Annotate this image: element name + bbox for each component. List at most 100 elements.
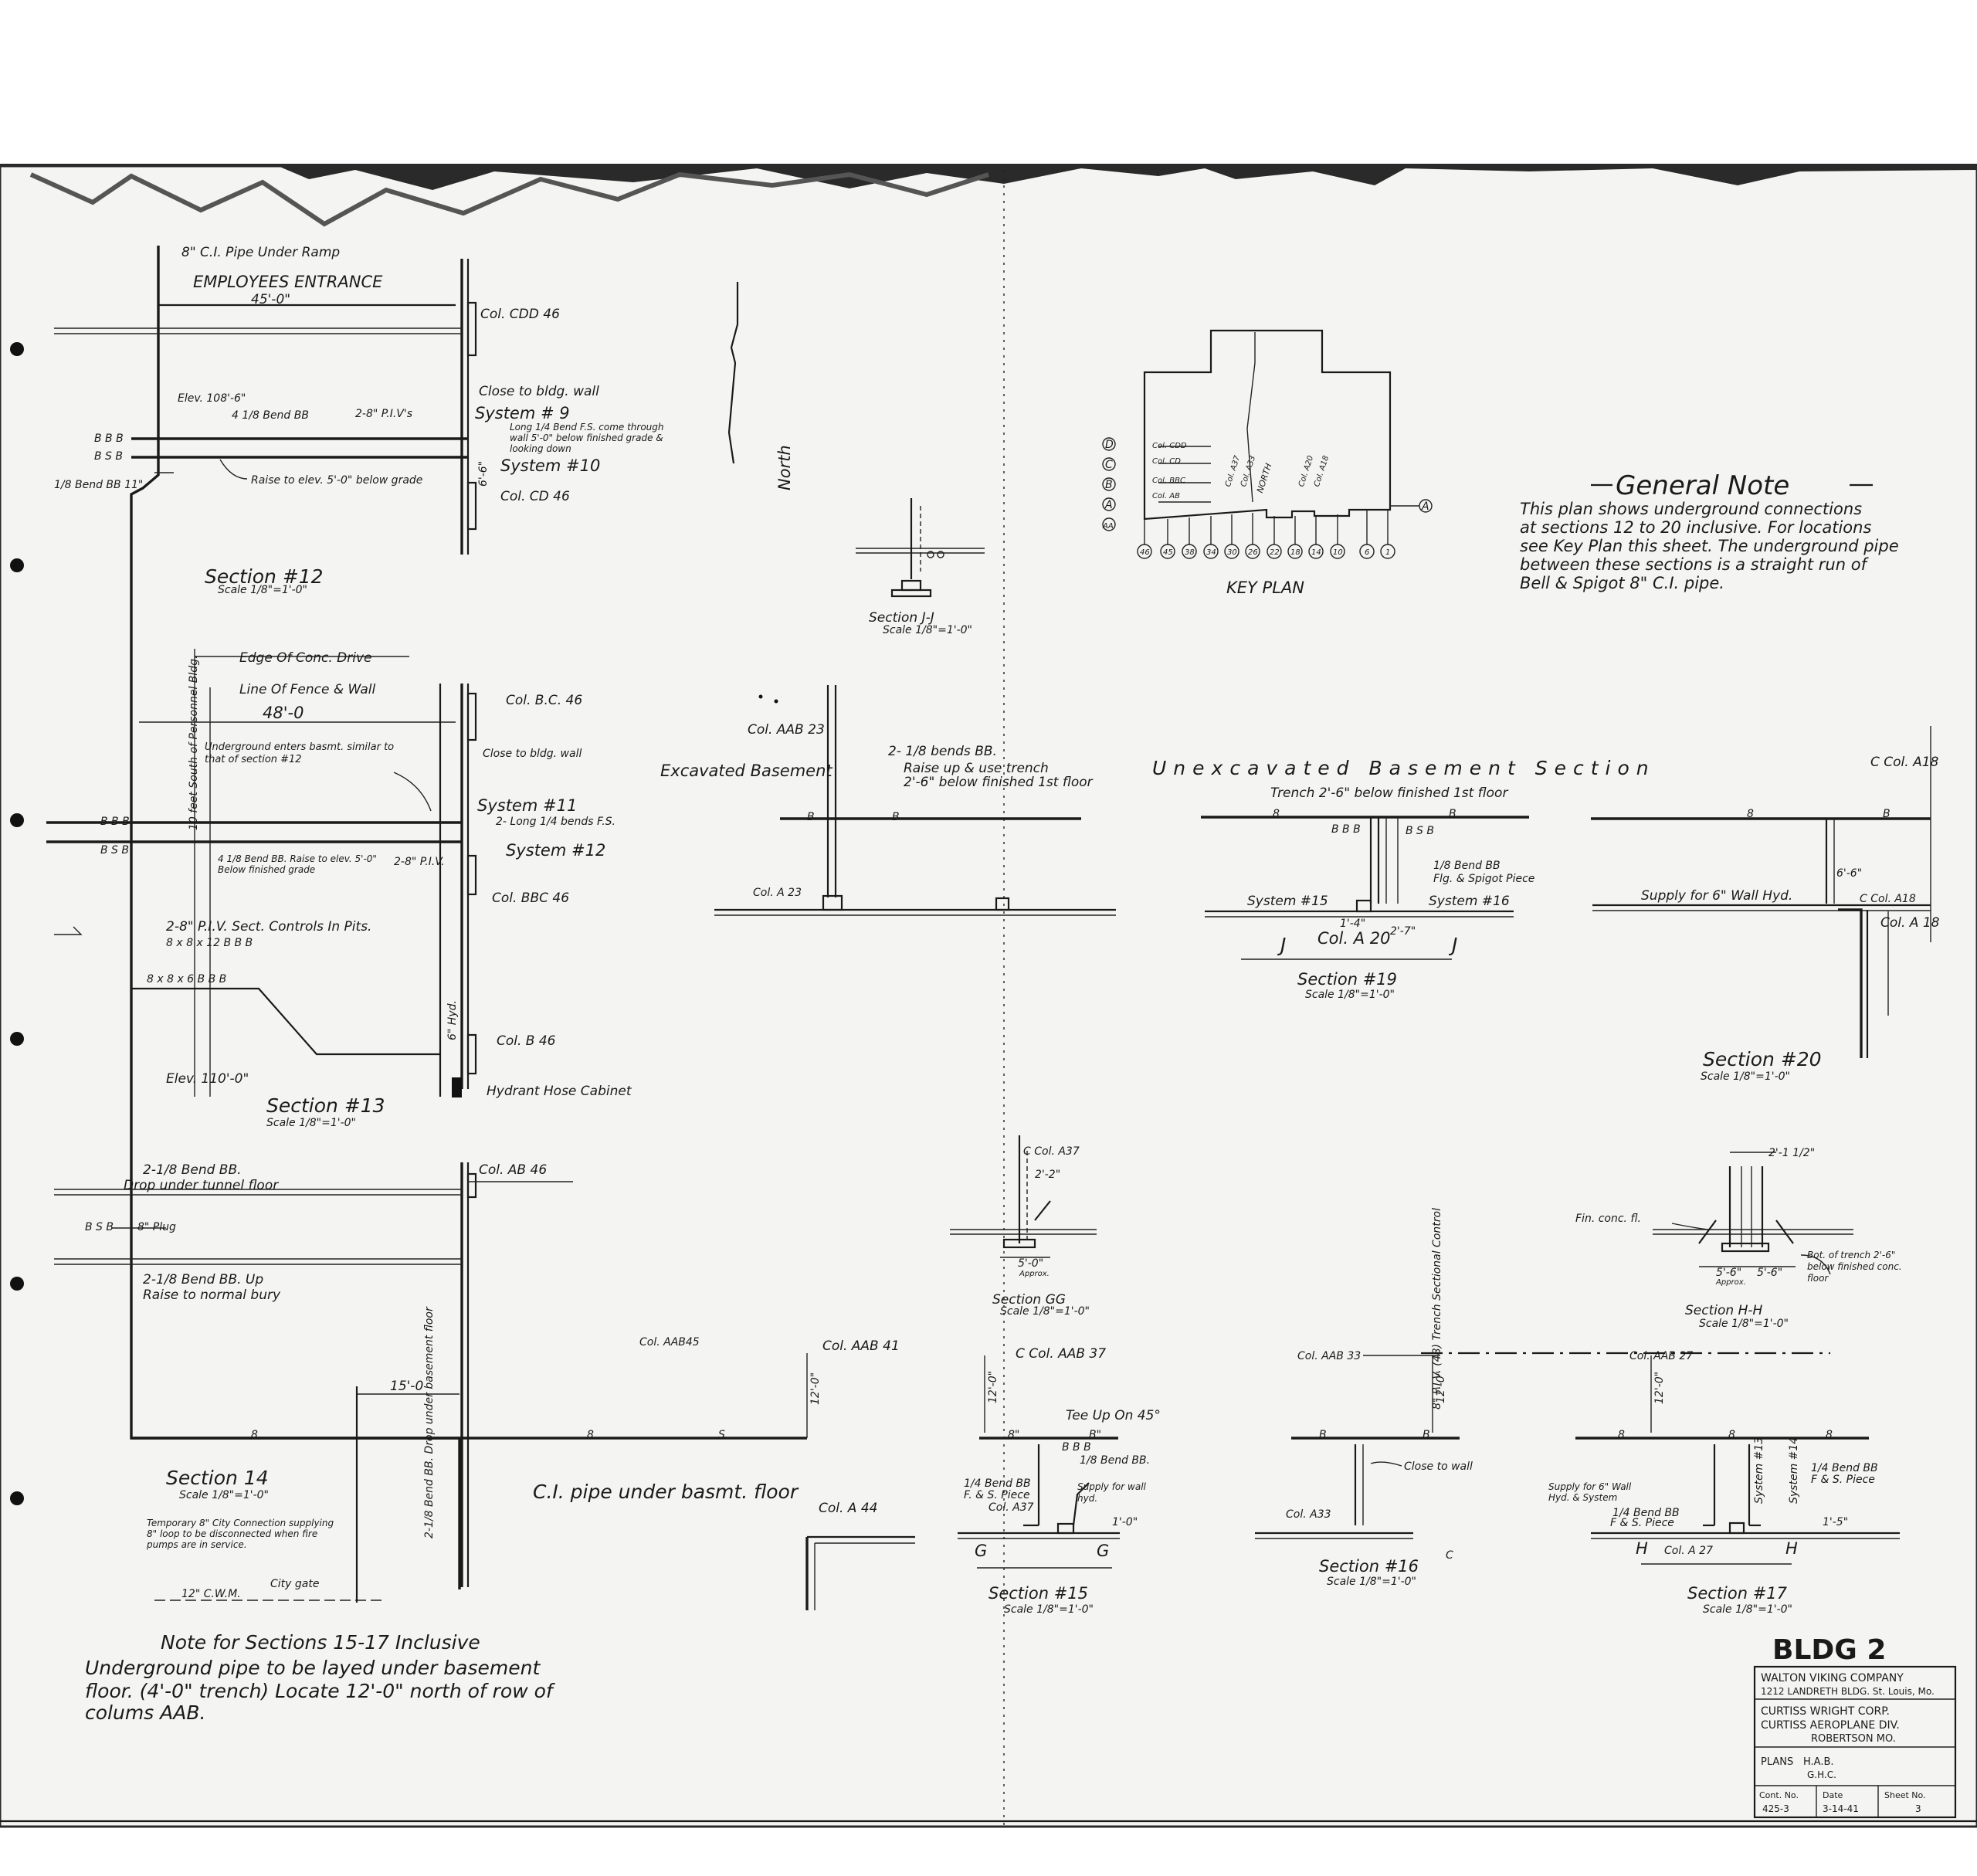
fitting xyxy=(927,551,934,558)
section-20: 8 B C Col. A18 6'-6" Supply for 6" Wall … xyxy=(1591,726,1940,1083)
col-aab27-label: Col. AAB 27 xyxy=(1629,1350,1693,1362)
leader xyxy=(393,772,432,812)
col-marker xyxy=(1182,544,1197,559)
binding-hole xyxy=(10,558,24,572)
b-mark: B xyxy=(807,811,815,823)
section-12-scale: Scale 1/8"=1'-0" xyxy=(218,584,307,596)
fitting xyxy=(937,551,944,558)
col-b46-label: Col. B 46 xyxy=(497,1033,556,1049)
column-markers: 46 45 38 34 30 26 22 18 14 10 6 1 xyxy=(1137,510,1395,559)
row-label-cdd: Col. CDD xyxy=(1152,442,1187,450)
hydrant-cabinet-label: Hydrant Hose Cabinet xyxy=(487,1084,632,1099)
row-markers: D C B A AA A xyxy=(1102,437,1433,531)
piv-sect-label: 2-8" P.I.V. Sect. Controls In Pits. xyxy=(166,919,371,935)
bottom-trench-note-text: Bot. of trench 2'-6" below finished conc… xyxy=(1807,1250,1902,1284)
section-13-scale: Scale 1/8"=1'-0" xyxy=(266,1117,356,1129)
elevation-13-label: Elev. 110'-0" xyxy=(166,1071,249,1087)
col-marker xyxy=(1224,544,1239,559)
section-16-scale: Scale 1/8"=1'-0" xyxy=(1327,1576,1416,1588)
hydrant-branch xyxy=(131,987,440,1056)
supply-6-note: Supply for 6" Wall Hyd. & System xyxy=(1548,1481,1631,1503)
piv-trench-label: 8" P.I.V. (48) Trench Sectional Control xyxy=(1431,1208,1443,1410)
sheet-no-label: Sheet No. xyxy=(1884,1790,1926,1800)
bend-14b-label: 1/4 Bend BB xyxy=(1612,1507,1680,1519)
building-label: BLDG 2 xyxy=(1772,1634,1886,1666)
section-hh: 2'-1 1/2" Fin. conc. fl. 5'-6" 5'-6" App… xyxy=(1575,1147,1902,1330)
system-9-label: System # 9 xyxy=(475,404,570,422)
drawn-by-label: H.A.B. xyxy=(1803,1756,1834,1768)
entrance-dimension: 45'-0" xyxy=(251,292,290,307)
binding-hole xyxy=(10,342,24,356)
b-mark: 8 xyxy=(1273,808,1280,820)
contract-no-label: Cont. No. xyxy=(1759,1790,1799,1800)
section-17-title: Section #17 xyxy=(1687,1584,1788,1603)
col-a20-label: Col. A 20 xyxy=(1317,929,1390,948)
bend-raise-note-text: 4 1/8 Bend BB. Raise to elev. 5'-0" Belo… xyxy=(218,853,377,875)
col-marker xyxy=(1203,544,1219,559)
date-value: 3-14-41 xyxy=(1823,1803,1859,1814)
section-15-title: Section #15 xyxy=(988,1584,1088,1603)
leader xyxy=(1800,1254,1831,1275)
col-a33-label: Col. A33 xyxy=(1286,1508,1331,1521)
row-aa: AA xyxy=(1102,522,1114,531)
bbb-label-13: B B B xyxy=(100,816,130,828)
col-cd46-label: Col. CD 46 xyxy=(500,489,570,504)
footing xyxy=(1002,1238,1036,1249)
section-hh-scale: Scale 1/8"=1'-0" xyxy=(1699,1318,1789,1330)
dim-1-0-label: 1'-0" xyxy=(1112,1516,1138,1528)
dim-1-5-label: 1'-5" xyxy=(1823,1516,1848,1528)
section-19-scale: Scale 1/8"=1'-0" xyxy=(1305,989,1395,1001)
b-mark: B xyxy=(1449,808,1456,820)
system-11-label: System #11 xyxy=(477,796,577,815)
note-15-17-title: Note for Sections 15-17 Inclusive xyxy=(161,1631,480,1654)
note-15-17-line-2: floor. (4'-0" trench) Locate 12'-0" nort… xyxy=(85,1680,555,1702)
bsb-label-13: B S B xyxy=(100,844,129,857)
temp-connection-note: Temporary 8" City Connection supplying 8… xyxy=(147,1518,334,1550)
section-19: Unexcavated Basement Section Trench 2'-6… xyxy=(1152,757,1649,1001)
side-note-label: 10 feet South of Personnel Bldg. xyxy=(188,655,200,830)
section-g-right: G xyxy=(1097,1542,1109,1560)
section-gg-title: Section GG xyxy=(992,1292,1066,1308)
dim-5-6a-label: 5'-6" xyxy=(1716,1267,1741,1279)
tee-1-label: 8 x 8 x 12 B B B xyxy=(166,937,253,949)
section-jj-scale: Scale 1/8"=1'-0" xyxy=(883,624,972,636)
dim-5-6b-label: 5'-6" xyxy=(1757,1267,1782,1279)
col-aab23-label: Col. AAB 23 xyxy=(748,722,825,738)
col-bbc46-label: Col. BBC 46 xyxy=(492,891,569,906)
column xyxy=(466,481,477,531)
leader xyxy=(1671,1223,1709,1230)
bend xyxy=(1775,1220,1794,1244)
bend xyxy=(1034,1200,1051,1221)
north-arrow-line xyxy=(727,282,739,464)
col-marker xyxy=(1380,544,1395,559)
general-note-title: General Note xyxy=(1616,470,1789,501)
dim-15-label: 15'-0 xyxy=(390,1379,423,1394)
section-13-labels: Edge Of Conc. Drive Line Of Fence & Wall… xyxy=(100,650,632,1129)
dimension-48-label: 48'-0 xyxy=(263,704,304,722)
elevation-label: Elev. 108'-6" xyxy=(178,392,246,405)
dim-2-2-label: 2'-2" xyxy=(1035,1169,1060,1181)
system-13-riser-label: System #13 xyxy=(1753,1437,1765,1504)
binding-hole xyxy=(10,1277,24,1291)
close-wall-label-13: Close to bldg. wall xyxy=(483,748,582,760)
b-mark: 8 xyxy=(587,1429,594,1441)
c-mark: C xyxy=(1446,1549,1453,1562)
bend-label-19: 1/8 Bend BB xyxy=(1433,860,1501,872)
sheet-no-value: 3 xyxy=(1915,1803,1921,1814)
row-d: D xyxy=(1105,439,1114,451)
b-mark: B xyxy=(1423,1429,1430,1441)
column xyxy=(466,854,477,896)
excavated-basement: B B Col. AAB 23 Excavated Basement 2- 1/… xyxy=(660,685,1116,916)
fin-conc-label: Fin. conc. fl. xyxy=(1575,1213,1641,1225)
general-note-line-5: Bell & Spigot 8" C.I. pipe. xyxy=(1520,574,1724,592)
col-marker xyxy=(1308,544,1324,559)
system-12-label: System #12 xyxy=(506,841,605,860)
raise-normal-label: Raise to normal bury xyxy=(143,1287,281,1303)
bend-14c-label: 1/4 Bend BB xyxy=(1811,1462,1878,1474)
bbb-label: B B B xyxy=(94,433,124,445)
dim-5-0-label: 5'-0" xyxy=(1018,1257,1043,1270)
dim-12-0b-label: 12'-0" xyxy=(1435,1371,1447,1403)
b-mark: 8 xyxy=(1747,808,1754,820)
section-13-title: Section #13 xyxy=(266,1094,385,1117)
